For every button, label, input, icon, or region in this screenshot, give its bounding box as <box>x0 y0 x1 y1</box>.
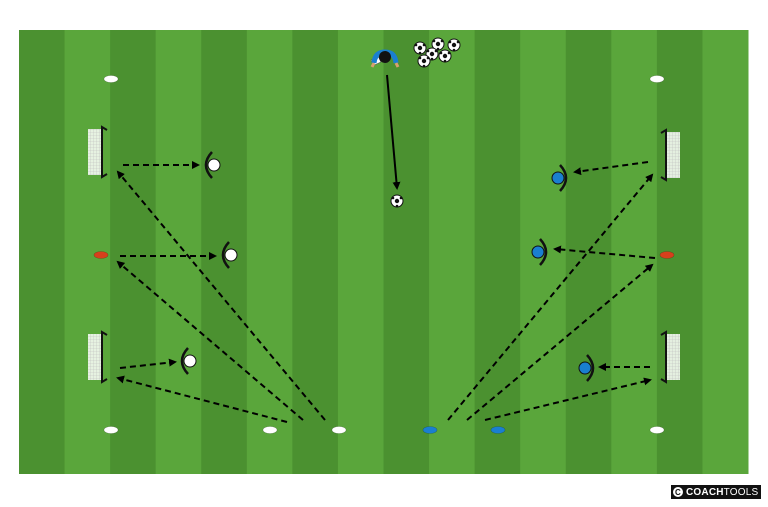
soccer-ball-icon <box>438 49 452 63</box>
goal <box>88 125 108 179</box>
balls <box>390 37 461 208</box>
cone <box>649 426 665 434</box>
cones <box>93 75 675 434</box>
coach-serve-arrow <box>386 74 401 190</box>
soccer-ball-icon <box>390 194 404 208</box>
coach <box>370 49 400 68</box>
pass-arrow <box>484 377 652 421</box>
player-white <box>204 151 221 179</box>
pass-arrow <box>116 375 288 423</box>
player-blue <box>551 164 568 192</box>
pitch-stripe <box>474 30 521 474</box>
pitch-stripe <box>337 30 384 474</box>
goal <box>88 330 108 384</box>
soccer-ball-icon <box>417 54 431 68</box>
pitch-stripe <box>246 30 293 474</box>
pitch-stripe <box>155 30 202 474</box>
cone <box>649 75 665 83</box>
cone <box>262 426 278 434</box>
pass-arrow <box>466 263 654 421</box>
pitch-stripe <box>565 30 612 474</box>
cone <box>659 251 675 259</box>
player-white <box>180 347 197 375</box>
pass-arrow <box>553 245 656 259</box>
cone <box>103 426 119 434</box>
player-blue <box>531 238 548 266</box>
player-white <box>221 241 238 269</box>
cone <box>331 426 347 434</box>
pass-arrow <box>573 161 649 176</box>
players <box>180 151 595 382</box>
soccer-ball-icon <box>431 37 445 51</box>
pass-arrow <box>116 260 304 421</box>
arrows <box>116 74 656 423</box>
pitch-stripe <box>292 30 339 474</box>
pitch-stripe <box>611 30 658 474</box>
cone <box>93 251 109 259</box>
pitch-stripe <box>429 30 476 474</box>
logo-mark-icon: C <box>673 487 683 497</box>
pitch-stripe <box>702 30 749 474</box>
pitch-stripe <box>110 30 157 474</box>
pitch-stripe <box>383 30 430 474</box>
pass-arrow <box>447 173 654 421</box>
soccer-ball-icon <box>413 41 427 55</box>
pitch-stripe <box>19 30 66 474</box>
pitch <box>19 30 749 474</box>
coachtools-logo: C COACH TOOLS <box>671 485 762 499</box>
player-blue <box>578 354 595 382</box>
goal <box>660 128 680 182</box>
soccer-ball-icon <box>447 38 461 52</box>
goal <box>660 330 680 384</box>
cone <box>103 75 119 83</box>
goals <box>88 125 680 384</box>
cone <box>422 426 438 434</box>
pass-arrow <box>116 170 326 421</box>
cone <box>490 426 506 434</box>
